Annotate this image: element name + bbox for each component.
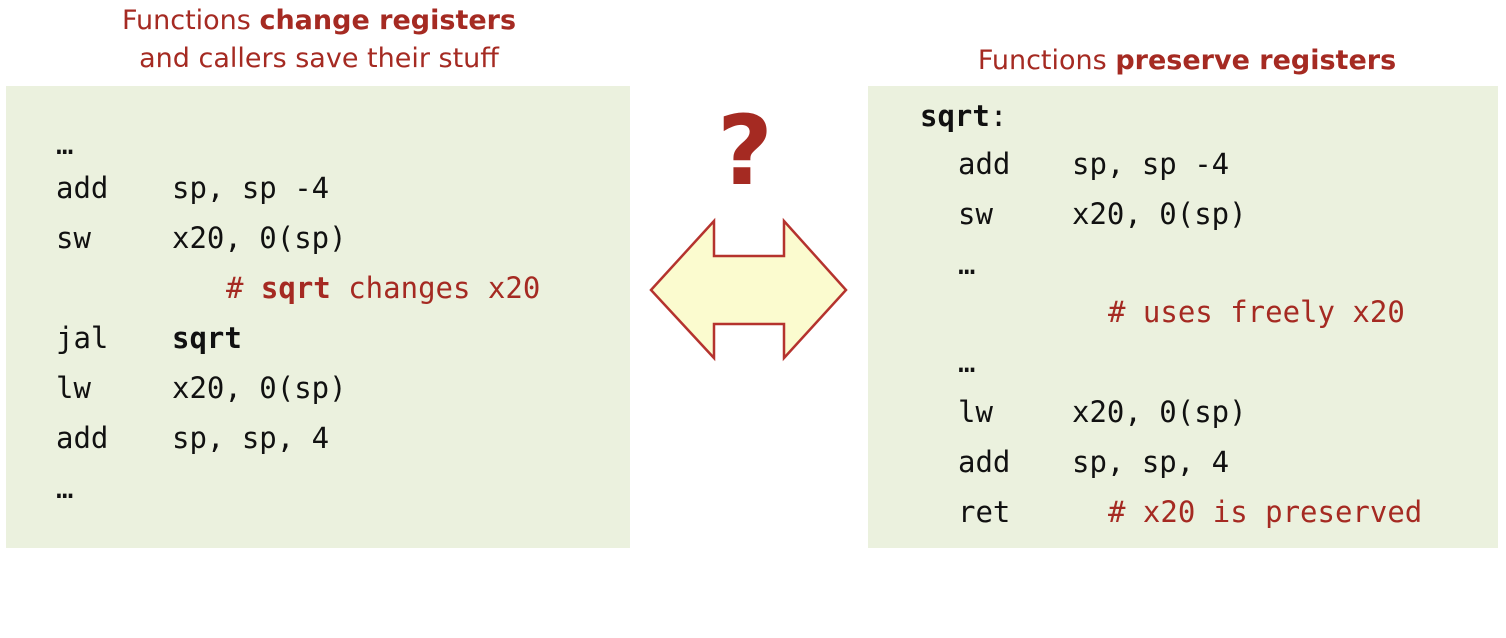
code-line: add sp, sp -4 bbox=[56, 171, 330, 205]
function-label: sqrt: bbox=[920, 99, 1008, 133]
code-line: add sp, sp -4 bbox=[958, 147, 1230, 181]
left-caption: Functions change registers and callers s… bbox=[10, 2, 628, 78]
code-line: ret # x20 is preserved bbox=[958, 495, 1423, 529]
code-comment: # uses freely x20 bbox=[1108, 295, 1405, 329]
right-caption-emphasis: preserve registers bbox=[1115, 45, 1397, 76]
code-comment: # sqrt changes x20 bbox=[226, 271, 541, 305]
code-line: … bbox=[56, 471, 74, 505]
code-comment: # x20 is preserved bbox=[1108, 495, 1423, 529]
code-line: sw x20, 0(sp) bbox=[958, 197, 1247, 231]
callee-save-code-panel: sqrt: add sp, sp -4 sw x20, 0(sp) … # us… bbox=[868, 86, 1498, 548]
code-line: sw x20, 0(sp) bbox=[56, 221, 347, 255]
left-caption-line2: and callers save their stuff bbox=[139, 43, 499, 74]
left-caption-emphasis: change registers bbox=[259, 5, 517, 36]
right-caption: Functions preserve registers bbox=[977, 45, 1397, 76]
code-line: lw x20, 0(sp) bbox=[958, 395, 1247, 429]
code-line: … bbox=[958, 247, 976, 281]
double-arrow-shape bbox=[649, 217, 848, 362]
call-target: sqrt bbox=[172, 321, 242, 355]
code-line: lw x20, 0(sp) bbox=[56, 371, 347, 405]
left-caption-line1: Functions change registers bbox=[121, 5, 517, 36]
code-line: add sp, sp, 4 bbox=[56, 421, 330, 455]
comment-function-name: sqrt bbox=[260, 271, 331, 305]
code-line: add sp, sp, 4 bbox=[958, 445, 1230, 479]
code-line: … bbox=[56, 127, 74, 161]
double-arrow-icon bbox=[649, 217, 848, 362]
code-line: jal sqrt bbox=[56, 321, 242, 355]
caller-save-code-panel: … add sp, sp -4 sw x20, 0(sp) # sqrt cha… bbox=[6, 86, 630, 548]
code-line: … bbox=[958, 345, 976, 379]
question-mark: ? bbox=[717, 95, 773, 207]
